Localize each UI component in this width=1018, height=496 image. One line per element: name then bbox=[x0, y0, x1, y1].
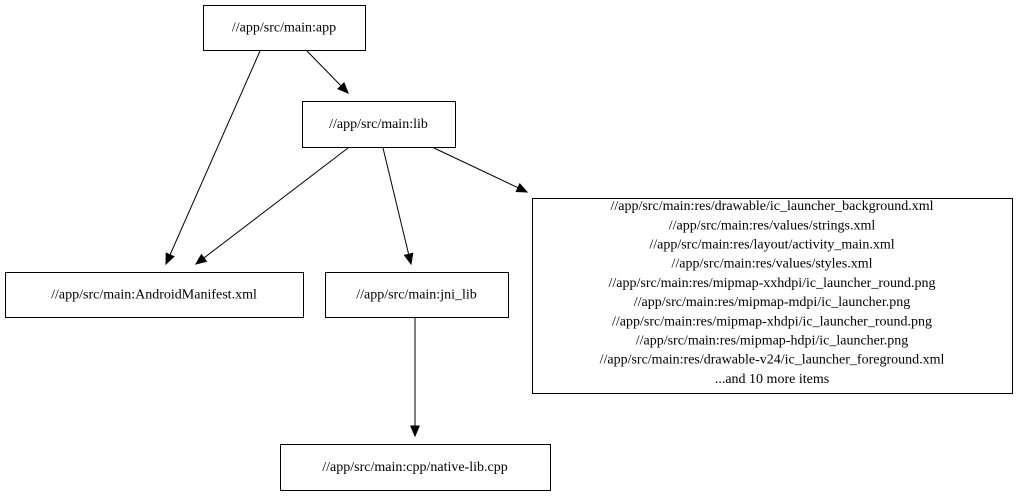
node-native-lib-cpp-box[interactable] bbox=[280, 444, 551, 491]
node-lib[interactable]: //app/src/main:lib bbox=[302, 101, 456, 148]
edge-app-to-android-manifest-line bbox=[169, 50, 261, 256]
edge-lib-to-android-manifest-line bbox=[203, 147, 349, 259]
edge-lib-to-jni-lib-arrowhead bbox=[403, 252, 414, 266]
edge-jni-lib-to-native-lib-cpp bbox=[410, 318, 420, 438]
edge-app-to-lib-line bbox=[306, 50, 342, 87]
node-android-manifest[interactable]: //app/src/main:AndroidManifest.xml bbox=[5, 272, 304, 318]
node-native-lib-cpp-label: //app/src/main:cpp/native-lib.cpp bbox=[322, 460, 507, 475]
edge-app-to-android-manifest bbox=[165, 50, 261, 266]
node-resources-label: //app/src/main:res/drawable/ic_launcher_… bbox=[600, 199, 945, 387]
nodes-layer: //app/src/main:app //app/src/main:lib //ap… bbox=[5, 5, 1013, 491]
edge-lib-to-resources-line bbox=[433, 147, 519, 189]
edge-jni-lib-to-native-lib-cpp-arrowhead bbox=[410, 425, 420, 438]
node-jni-lib-box[interactable] bbox=[325, 272, 509, 318]
edge-lib-to-android-manifest-arrowhead bbox=[194, 253, 208, 265]
edge-lib-to-jni-lib bbox=[382, 147, 414, 266]
edge-lib-to-resources bbox=[433, 147, 529, 193]
node-app-box[interactable] bbox=[203, 5, 366, 51]
edge-app-to-android-manifest-arrowhead bbox=[165, 252, 175, 266]
node-resources[interactable]: //app/src/main:res/drawable/ic_launcher_… bbox=[532, 198, 1013, 394]
edges-layer bbox=[165, 50, 529, 438]
node-lib-box[interactable] bbox=[302, 101, 456, 148]
node-jni-lib-label: //app/src/main:jni_lib bbox=[356, 288, 477, 303]
edge-app-to-lib-arrowhead bbox=[337, 82, 349, 94]
edge-lib-to-jni-lib-line bbox=[382, 147, 410, 255]
node-resources-box[interactable] bbox=[532, 198, 1013, 394]
node-android-manifest-box[interactable] bbox=[5, 272, 304, 318]
edge-app-to-lib bbox=[306, 50, 349, 94]
node-jni-lib[interactable]: //app/src/main:jni_lib bbox=[325, 272, 509, 318]
node-app-label: //app/src/main:app bbox=[232, 21, 336, 36]
edge-lib-to-resources-arrowhead bbox=[515, 183, 529, 193]
node-app[interactable]: //app/src/main:app bbox=[203, 5, 366, 51]
edge-lib-to-android-manifest bbox=[194, 147, 349, 265]
node-lib-label: //app/src/main:lib bbox=[329, 117, 428, 132]
node-native-lib-cpp[interactable]: //app/src/main:cpp/native-lib.cpp bbox=[280, 444, 551, 491]
node-android-manifest-label: //app/src/main:AndroidManifest.xml bbox=[51, 288, 257, 303]
